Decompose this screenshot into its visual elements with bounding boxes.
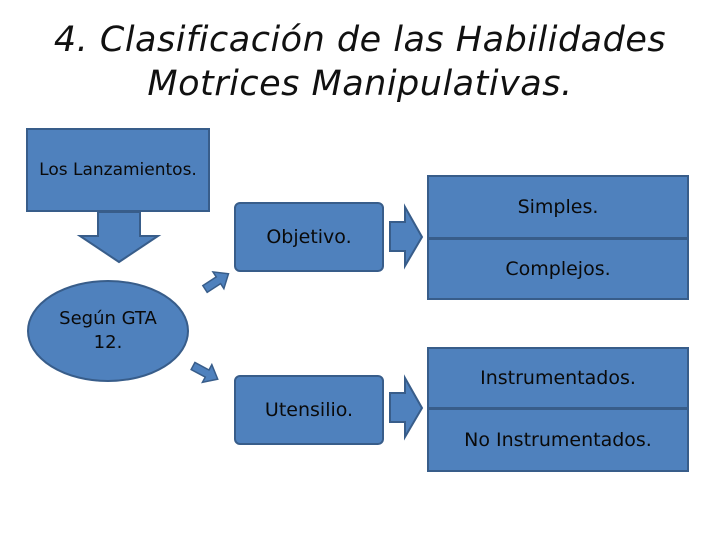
node-utensilio-label: Utensilio. [264,399,354,421]
node-simples: Simples. [427,175,689,239]
node-objetivo: Objetivo. [234,202,384,272]
arrow-to-objetivo [201,270,230,294]
title-line-1: 4. Clasificación de las Habilidades [53,20,667,60]
node-complejos: Complejos. [427,238,689,300]
node-complejos-label: Complejos. [505,258,611,280]
gta-ellipse-shape [27,280,189,382]
node-utensilio: Utensilio. [234,375,384,445]
title-line-2: Motrices Manipulativas. [147,64,573,104]
node-gta-label: Según GTA 12. [59,308,157,353]
arrow-to-utensilio-children [389,374,424,441]
arrow-to-objetivo-children [389,203,424,270]
node-no-instrumentados-label: No Instrumentados. [464,429,652,451]
node-gta: Según GTA 12. [45,298,171,364]
arrow-to-utensilio [190,361,219,384]
node-instrumentados-label: Instrumentados. [480,367,636,389]
node-objetivo-label: Objetivo. [266,226,352,248]
down-arrow-shape [76,211,162,264]
node-simples-label: Simples. [517,196,599,218]
node-lanzamientos: Los Lanzamientos. [26,128,210,212]
node-no-instrumentados: No Instrumentados. [427,408,689,472]
diagram-title: 4. Clasificación de las Habilidades Motr… [40,18,680,106]
node-instrumentados: Instrumentados. [427,347,689,409]
node-lanzamientos-label: Los Lanzamientos. [39,160,197,180]
